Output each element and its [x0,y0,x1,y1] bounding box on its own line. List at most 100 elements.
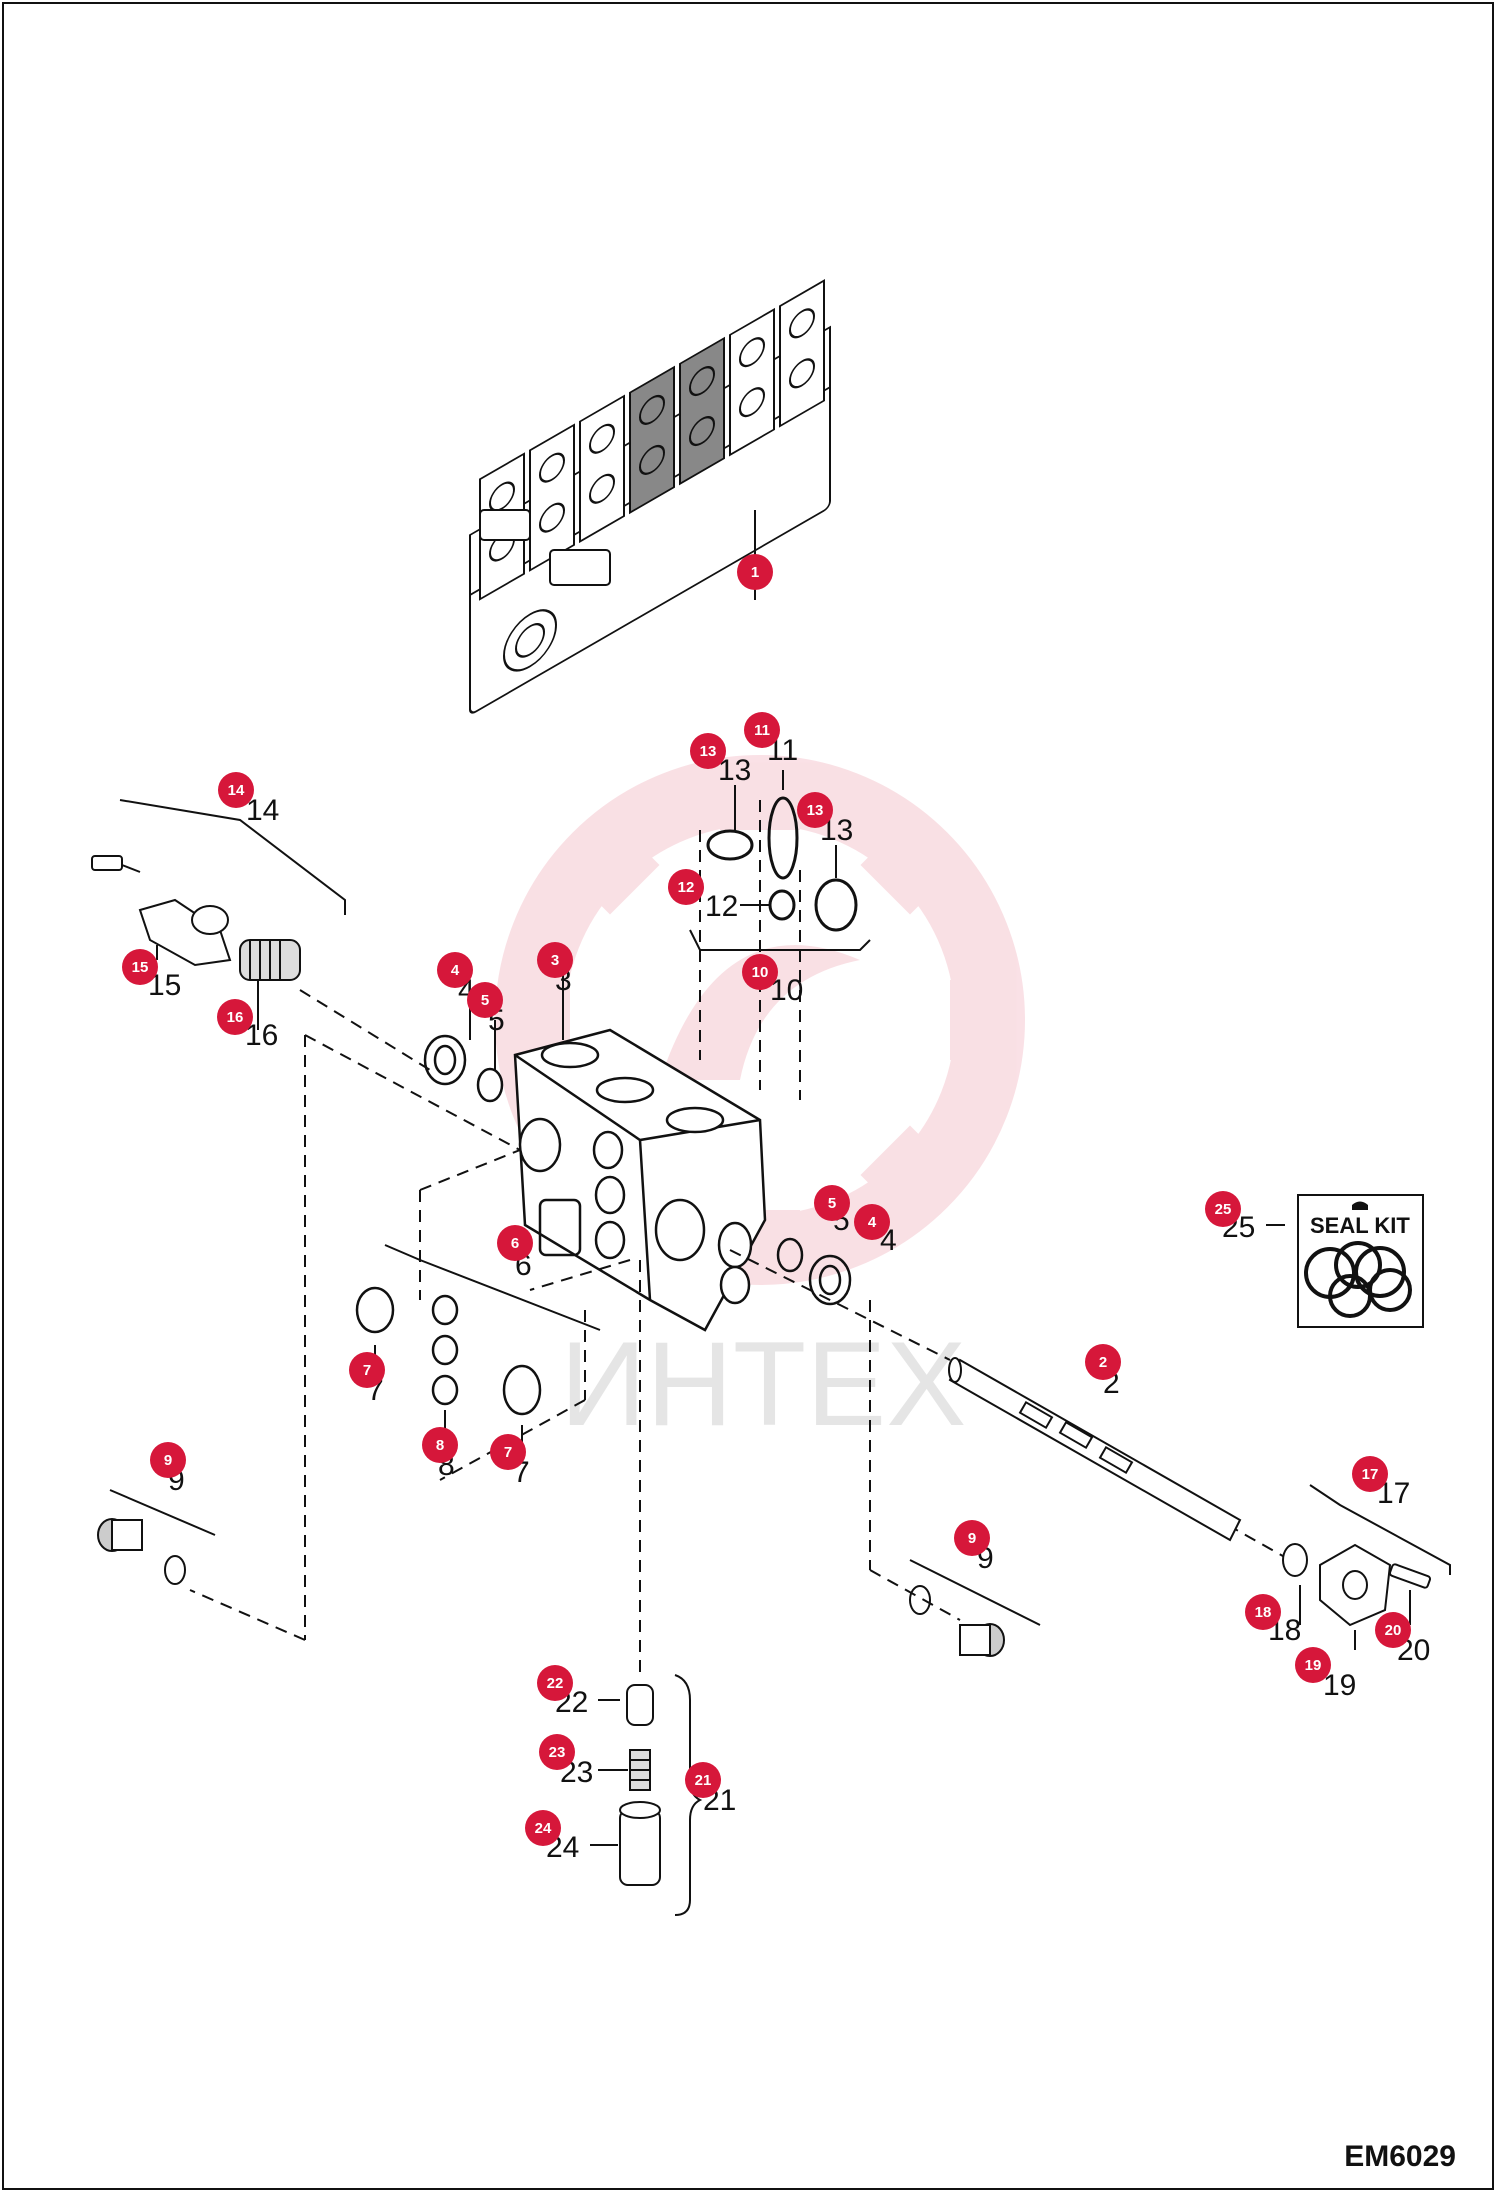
spool-cap-group [1282,1484,1451,1627]
callout-badge-label: 15 [132,959,149,976]
callout-badge-circle [217,999,253,1035]
callout-badge-4: 4 [437,952,473,988]
callout-badge-circle [218,772,254,808]
callout-badge-label: 21 [695,1772,712,1789]
callout-badge-circle [525,1810,561,1846]
callout-badge-circle [1085,1344,1121,1380]
callout-badges: 1234455677899101112131314151617181920212… [122,554,1411,1846]
callout-badge-label: 24 [535,1820,552,1837]
callout-badge-circle [737,554,773,590]
callout-badge-circle [1375,1612,1411,1648]
callout-badge-9: 9 [150,1442,186,1478]
callout-badge-circle [150,1442,186,1478]
callout-badge-label: 25 [1215,1201,1232,1218]
callout-badge-label: 13 [700,743,717,760]
callout-badge-13: 13 [797,792,833,828]
callout-badge-circle [1245,1594,1281,1630]
part-number-labels: 2 3 4 4 5 5 6 7 7 8 9 9 10 11 12 13 13 1… [148,734,1430,1864]
document-code: EM6029 [1344,2140,1456,2173]
callout-badge-circle [467,982,503,1018]
callout-badge-5: 5 [467,982,503,1018]
callout-badge-label: 4 [451,962,460,979]
callout-badge-1: 1 [737,554,773,590]
callout-badge-14: 14 [218,772,254,808]
callout-badge-25: 25 [1205,1191,1241,1227]
callout-badge-15: 15 [122,949,158,985]
callout-badge-16: 16 [217,999,253,1035]
callout-badge-label: 9 [164,1452,172,1469]
part-label-14: 14 [246,794,279,827]
callout-badge-circle [954,1520,990,1556]
valve-section-body [513,1028,767,1332]
callout-badge-label: 3 [551,952,559,969]
callout-badge-6: 6 [497,1225,533,1261]
callout-badge-label: 17 [1362,1466,1379,1483]
callout-badge-circle [668,869,704,905]
seal-kit-box: SEAL KIT [1266,1194,1424,1328]
callout-badge-label: 9 [968,1530,976,1547]
callout-badge-circle [814,1185,850,1221]
callout-badge-circle [1352,1456,1388,1492]
callout-badge-circle [1295,1647,1331,1683]
callout-badge-circle [797,792,833,828]
plug-left [97,1489,216,1585]
check-valve-group [619,1674,703,1916]
callout-badge-label: 5 [481,992,489,1009]
callout-badge-circle [537,1665,573,1701]
callout-badge-label: 23 [549,1744,566,1761]
callout-badge-label: 18 [1255,1604,1272,1621]
callout-badge-13: 13 [690,733,726,769]
callout-badge-label: 11 [754,722,770,739]
part-label-12: 12 [705,890,738,923]
callout-badge-8: 8 [422,1427,458,1463]
callout-badge-circle [349,1352,385,1388]
callout-badge-label: 6 [511,1235,519,1252]
callout-badge-24: 24 [525,1810,561,1846]
callout-badge-17: 17 [1352,1456,1388,1492]
callout-badge-12: 12 [668,869,704,905]
valve-assembly-overview [469,279,831,714]
callout-badge-21: 21 [685,1762,721,1798]
callout-badge-circle [744,712,780,748]
callout-badge-label: 5 [828,1195,836,1212]
callout-badge-19: 19 [1295,1647,1331,1683]
callout-badge-circle [685,1762,721,1798]
assembly-dashed-lines [189,800,1291,1680]
callout-badge-label: 7 [363,1362,371,1379]
callout-badge-circle [539,1734,575,1770]
callout-badge-4: 4 [854,1204,890,1240]
seal-pair-right [776,1237,852,1306]
callout-badge-circle [497,1225,533,1261]
callout-badge-11: 11 [744,712,780,748]
callout-badge-circle [742,954,778,990]
callout-badge-7: 7 [349,1352,385,1388]
callout-badge-circle [1205,1191,1241,1227]
watermark-text: ИНТЕХ [560,1317,966,1451]
callout-badge-9: 9 [954,1520,990,1556]
callout-badge-label: 2 [1099,1354,1107,1371]
spool [948,1357,1242,1542]
callout-badge-circle [437,952,473,988]
callout-badge-circle [537,942,573,978]
seal-pair-left [423,1034,504,1103]
seal-kit-title: SEAL KIT [1310,1213,1410,1238]
callout-badge-2: 2 [1085,1344,1121,1380]
callout-badge-22: 22 [537,1665,573,1701]
callout-badge-label: 8 [436,1437,444,1454]
callout-badge-label: 22 [547,1675,564,1692]
relief-valve-group [91,799,346,981]
callout-badge-label: 12 [678,879,695,896]
seal-group-top [689,796,871,951]
plug-right [909,1559,1041,1657]
callout-badge-label: 4 [868,1214,877,1231]
callout-badge-10: 10 [742,954,778,990]
callout-badge-circle [422,1427,458,1463]
callout-badge-5: 5 [814,1185,850,1221]
callout-badge-3: 3 [537,942,573,978]
callout-badge-label: 13 [807,802,824,819]
callout-badge-circle [690,733,726,769]
callout-badge-circle [122,949,158,985]
callout-badge-23: 23 [539,1734,575,1770]
